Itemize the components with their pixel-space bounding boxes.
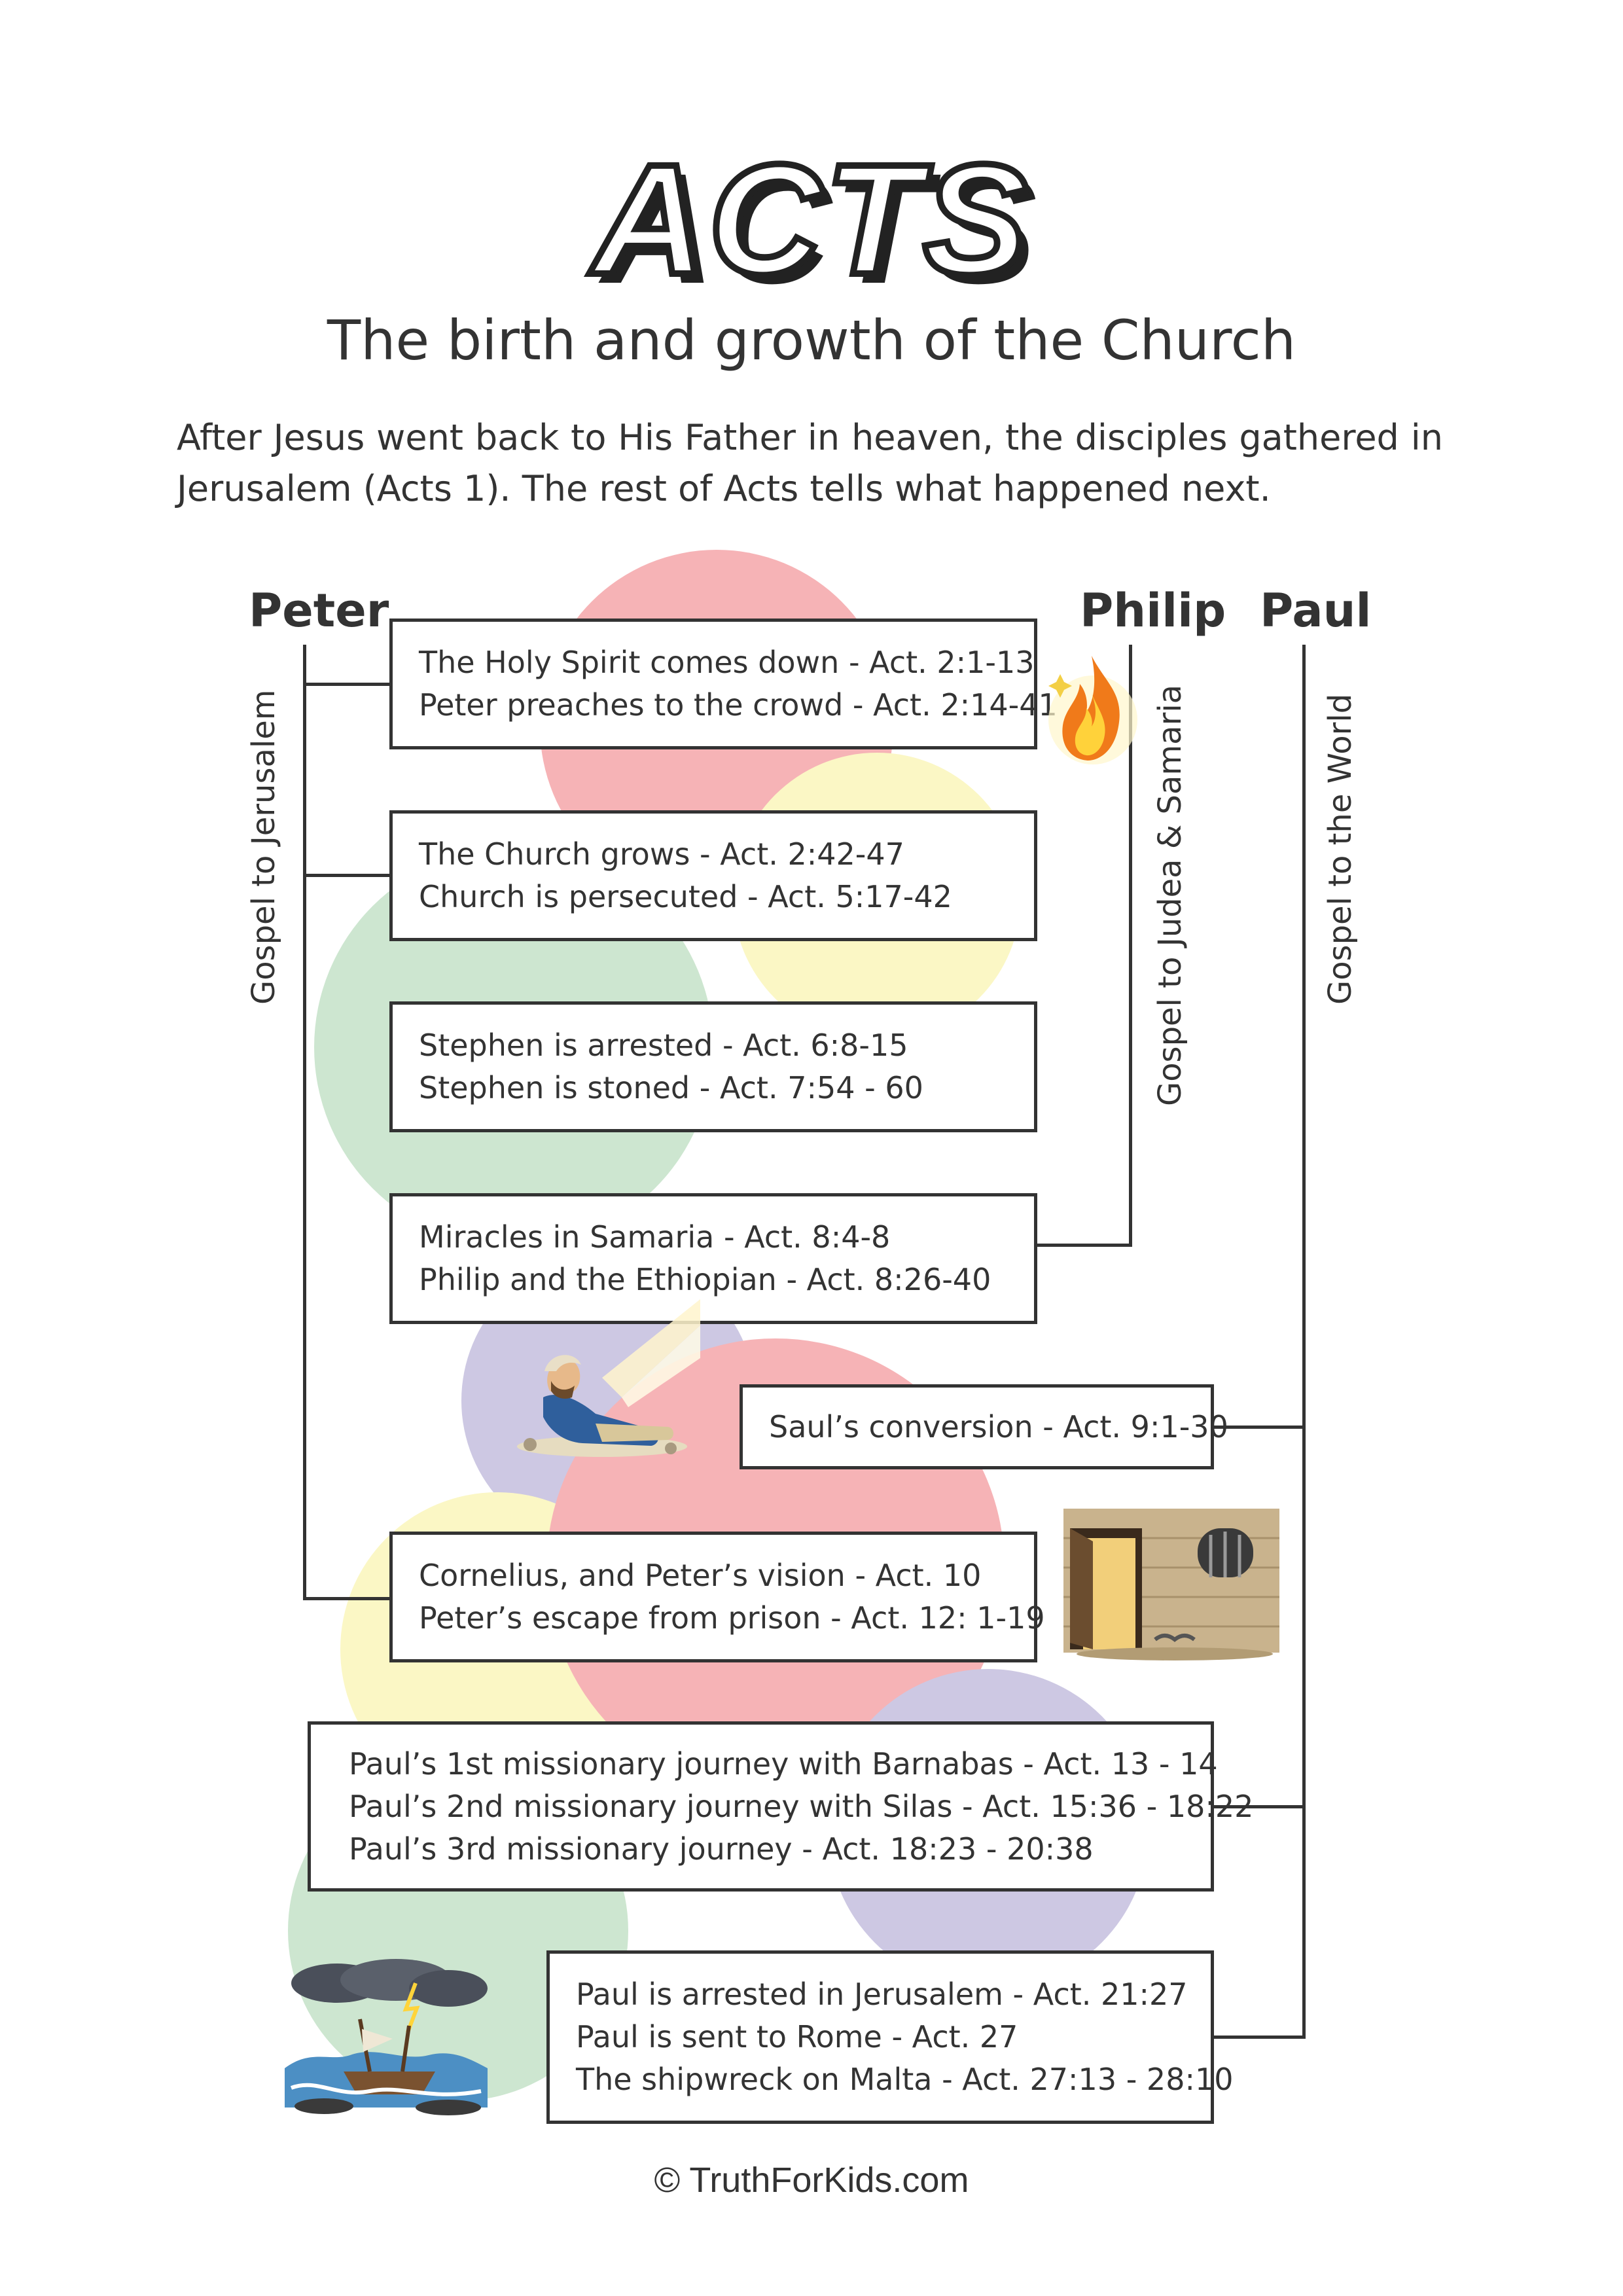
fallen-man-illustration xyxy=(517,1299,700,1457)
philip-column-label: Gospel to Judea & Samaria xyxy=(1152,684,1188,1106)
event-line: The Holy Spirit comes down - Act. 2:1-13 xyxy=(419,645,1035,680)
event-box-saul-conversion: Saul’s conversion - Act. 9:1-30 xyxy=(740,1384,1228,1469)
philip-vertical-line xyxy=(1129,645,1132,1247)
event-line: Paul’s 2nd missionary journey with Silas… xyxy=(349,1788,1254,1824)
event-line: Paul’s 1st missionary journey with Barna… xyxy=(349,1746,1218,1782)
event-line: Saul’s conversion - Act. 9:1-30 xyxy=(769,1408,1228,1444)
peter-vertical-line xyxy=(303,645,306,1600)
page-subtitle: The birth and growth of the Church xyxy=(327,308,1296,372)
event-line: The shipwreck on Malta - Act. 27:13 - 28… xyxy=(576,2062,1234,2097)
event-line: Stephen is stoned - Act. 7:54 - 60 xyxy=(419,1070,923,1105)
paul-connector-5 xyxy=(1211,1426,1306,1429)
paul-column-label: Gospel to the World xyxy=(1322,693,1359,1005)
event-line: Peter preaches to the crowd - Act. 2:14-… xyxy=(419,687,1058,723)
peter-connector-2 xyxy=(303,874,389,877)
event-box-stephen: Stephen is arrested - Act. 6:8-15 Stephe… xyxy=(389,1001,1037,1132)
footer-copyright: © TruthForKids.com xyxy=(654,2161,969,2200)
paul-connector-8 xyxy=(1211,2036,1306,2039)
event-box-missionary-journeys: Paul’s 1st missionary journey with Barna… xyxy=(308,1721,1254,1892)
event-line: Paul is sent to Rome - Act. 27 xyxy=(576,2019,1018,2054)
paul-vertical-line xyxy=(1302,645,1306,2039)
event-line: Stephen is arrested - Act. 6:8-15 xyxy=(419,1028,908,1063)
philip-connector-4 xyxy=(1037,1244,1132,1247)
event-line: Cornelius, and Peter’s vision - Act. 10 xyxy=(419,1558,982,1593)
event-line: Church is persecuted - Act. 5:17-42 xyxy=(419,879,952,914)
event-box-samaria: Miracles in Samaria - Act. 8:4-8 Philip … xyxy=(389,1193,1037,1324)
intro-paragraph: After Jesus went back to His Father in h… xyxy=(177,417,1443,509)
fire-icon xyxy=(1048,656,1137,764)
peter-connector-1 xyxy=(303,683,389,686)
event-line: Miracles in Samaria - Act. 8:4-8 xyxy=(419,1219,891,1255)
event-line: The Church grows - Act. 2:42-47 xyxy=(419,836,904,872)
page-title: ACTS xyxy=(589,132,1031,307)
paul-connector-7 xyxy=(1211,1805,1306,1808)
event-line: Paul’s 3rd missionary journey - Act. 18:… xyxy=(349,1831,1094,1867)
event-box-cornelius: Cornelius, and Peter’s vision - Act. 10 … xyxy=(389,1532,1045,1662)
event-line: Peter’s escape from prison - Act. 12: 1-… xyxy=(419,1600,1045,1636)
prison-cell-illustration xyxy=(1063,1509,1279,1660)
event-line: Paul is arrested in Jerusalem - Act. 21:… xyxy=(576,1977,1188,2012)
event-box-holy-spirit: The Holy Spirit comes down - Act. 2:1-13… xyxy=(389,619,1058,749)
column-name-philip: Philip xyxy=(1080,584,1226,637)
event-line: Philip and the Ethiopian - Act. 8:26-40 xyxy=(419,1262,991,1297)
event-box-church-grows: The Church grows - Act. 2:42-47 Church i… xyxy=(389,810,1037,941)
column-name-paul: Paul xyxy=(1260,584,1372,637)
column-name-peter: Peter xyxy=(249,584,389,637)
peter-column-label: Gospel to Jerusalem xyxy=(245,689,282,1005)
event-box-paul-arrested: Paul is arrested in Jerusalem - Act. 21:… xyxy=(546,1950,1234,2124)
peter-connector-6 xyxy=(303,1597,389,1600)
shipwreck-illustration xyxy=(285,1959,488,2115)
